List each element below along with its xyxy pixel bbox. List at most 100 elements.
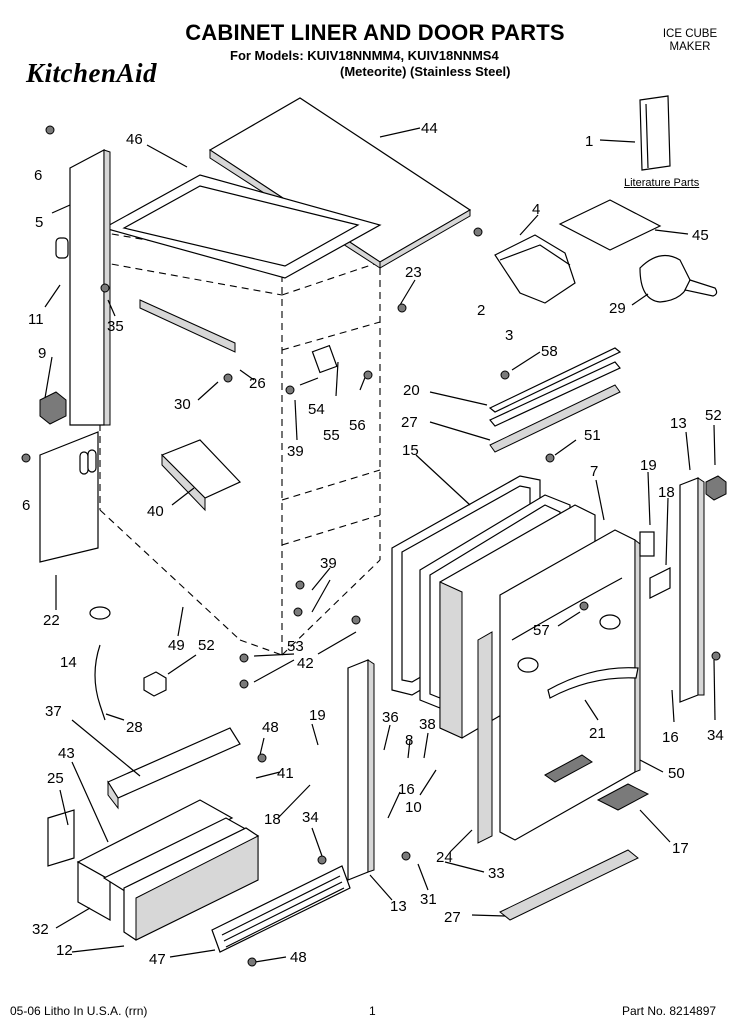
literature-parts-label: Literature Parts	[624, 177, 700, 189]
hinge-cap	[705, 475, 727, 501]
hinge-bracket	[39, 391, 67, 425]
leader-lines	[44, 127, 716, 963]
callout-7: 7	[590, 463, 598, 480]
callout-44: 44	[421, 120, 438, 137]
callout-53: 53	[287, 638, 304, 655]
ice-scoop	[639, 254, 718, 303]
drain-tube	[94, 644, 106, 721]
callout-36: 36	[382, 709, 399, 726]
callout-43: 43	[58, 745, 75, 762]
model-variants: (Meteorite) (Stainless Steel)	[340, 64, 511, 79]
callout-31: 31	[420, 891, 437, 908]
callout-56: 56	[349, 417, 366, 434]
literature-sheet	[558, 199, 662, 251]
tube-clamp	[89, 606, 111, 620]
callout-28: 28	[126, 719, 143, 736]
callout-51: 51	[584, 427, 601, 444]
callout-26: 26	[249, 375, 266, 392]
callout-18-lower: 18	[264, 811, 281, 828]
callout-41: 41	[277, 765, 294, 782]
latch-bracket	[311, 344, 338, 374]
door-rails-upper	[488, 347, 622, 453]
callout-39-lower: 39	[320, 555, 337, 572]
liner-gasket-frame	[102, 174, 382, 279]
toe-grille	[211, 865, 351, 953]
callout-34: 34	[707, 727, 724, 744]
callout-10: 10	[405, 799, 422, 816]
callout-27-lower: 27	[444, 909, 461, 926]
callout-35: 35	[107, 318, 124, 335]
callout-24: 24	[436, 849, 453, 866]
model-numbers: For Models: KUIV18NNMM4, KUIV18NNMS4	[230, 48, 499, 63]
callout-32: 32	[32, 921, 49, 938]
callout-21: 21	[589, 725, 606, 742]
base-assembly	[76, 799, 260, 941]
callout-6-lower: 6	[22, 497, 30, 514]
outer-door	[499, 529, 641, 841]
callout-12: 12	[56, 942, 73, 959]
callout-54: 54	[308, 401, 325, 418]
callout-8: 8	[405, 732, 413, 749]
door-rail-lower	[499, 849, 639, 921]
callout-27: 27	[401, 414, 418, 431]
callout-19-lower: 19	[309, 707, 326, 724]
callout-39: 39	[287, 443, 304, 460]
callout-2: 2	[477, 302, 485, 319]
callout-18: 18	[658, 484, 675, 501]
screws	[21, 125, 721, 967]
callout-48-lower: 48	[290, 949, 307, 966]
callout-52: 52	[705, 407, 722, 424]
callout-52-lower: 52	[198, 637, 215, 654]
kick-rail	[107, 727, 241, 810]
callout-30: 30	[174, 396, 191, 413]
callout-15: 15	[402, 442, 419, 459]
callout-22: 22	[43, 612, 60, 629]
callout-45: 45	[692, 227, 709, 244]
callout-57: 57	[533, 622, 550, 639]
callout-3: 3	[505, 327, 513, 344]
callout-5: 5	[35, 214, 43, 231]
callout-50: 50	[668, 765, 685, 782]
hinge-bracket-upper	[649, 567, 671, 599]
brand-logo: KitchenAid	[26, 58, 158, 88]
litho-note: 05-06 Litho In U.S.A. (rrn)	[10, 1004, 148, 1018]
hinge-post-left	[347, 659, 375, 881]
callout-16: 16	[662, 729, 679, 746]
callout-47: 47	[149, 951, 166, 968]
liner-rail	[139, 299, 236, 353]
callout-23: 23	[405, 264, 422, 281]
callout-37: 37	[45, 703, 62, 720]
callout-46: 46	[126, 131, 143, 148]
product-category: ICE CUBE MAKER	[662, 28, 718, 53]
mounting-bracket	[47, 809, 75, 867]
callout-labels: 44 46 1 6 5 4 45 23 2 3 29 11 35 9 58 30…	[22, 120, 724, 968]
callout-55: 55	[323, 427, 340, 444]
callout-20: 20	[403, 382, 420, 399]
callout-33: 33	[488, 865, 505, 882]
literature-booklet	[639, 95, 671, 171]
callout-4: 4	[532, 201, 540, 218]
callout-49: 49	[168, 637, 185, 654]
plug-cap	[143, 671, 167, 697]
part-number: Part No. 8214897	[622, 1004, 717, 1018]
drain-tray	[160, 439, 242, 512]
callout-34-lower: 34	[302, 809, 319, 826]
callout-9: 9	[38, 345, 46, 362]
callout-40: 40	[147, 503, 164, 520]
callout-6: 6	[34, 167, 42, 184]
scoop-holder	[494, 234, 576, 304]
page-title: CABINET LINER AND DOOR PARTS	[185, 20, 565, 45]
callout-19: 19	[640, 457, 657, 474]
callout-16-lower: 16	[398, 781, 415, 798]
callout-38: 38	[419, 716, 436, 733]
page-number: 1	[369, 1004, 376, 1018]
handle-grip	[596, 783, 650, 811]
lower-side-panel	[39, 431, 99, 563]
callout-48: 48	[262, 719, 279, 736]
callout-13: 13	[670, 415, 687, 432]
callout-11: 11	[28, 311, 44, 328]
callout-13-lower: 13	[390, 898, 407, 915]
callout-25: 25	[47, 770, 64, 787]
hinge-plate-upper	[639, 531, 655, 557]
